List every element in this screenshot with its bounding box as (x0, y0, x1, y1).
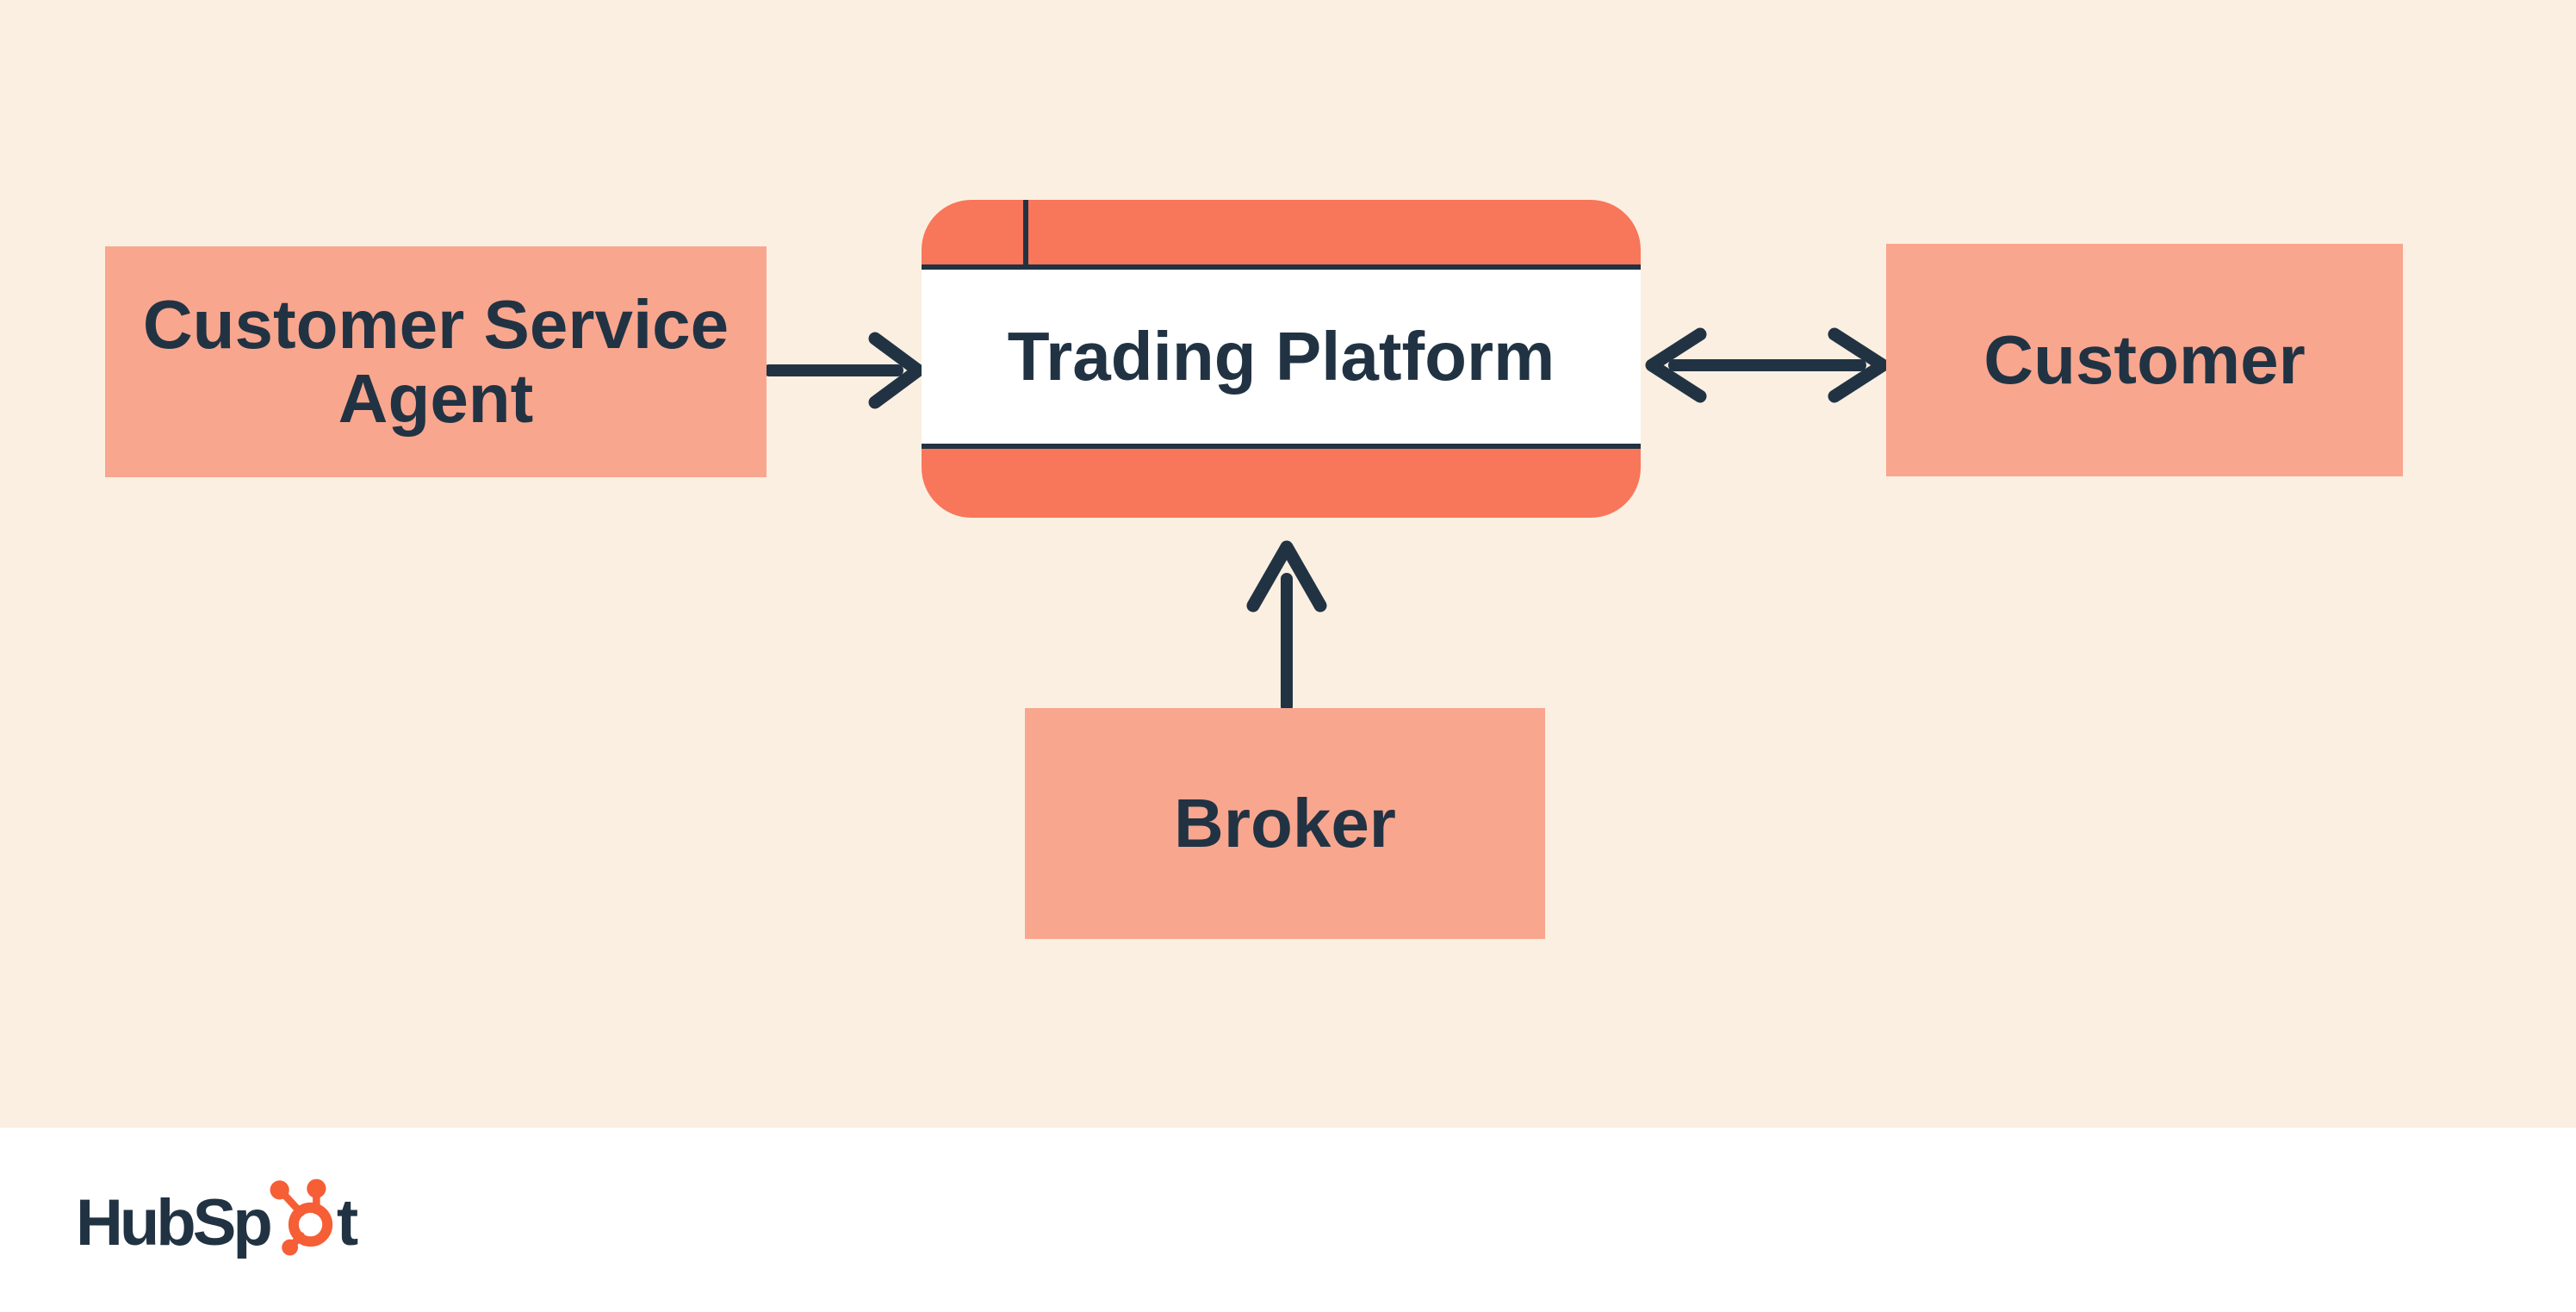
node-broker: Broker (1025, 708, 1545, 939)
node-label: Customer Service Agent (142, 285, 729, 437)
hubspot-wordmark-left: HubSp (76, 1185, 273, 1259)
arrow-broker-to-platform-icon (1246, 540, 1327, 712)
platform-header-band (922, 200, 1641, 270)
footer-bar (0, 1128, 2576, 1312)
platform-footer-band (922, 444, 1641, 518)
node-trading-platform: Trading Platform (922, 200, 1641, 518)
hubspot-logo: HubSp t (76, 1178, 358, 1260)
hubspot-wordmark-right: t (336, 1185, 358, 1259)
node-label: Broker (1174, 784, 1396, 861)
node-label: Trading Platform (1007, 317, 1555, 395)
header-tab-divider (1023, 200, 1028, 270)
arrow-platform-customer-bidirectional-icon (1645, 327, 1890, 403)
arrow-csa-to-platform-icon (763, 332, 925, 409)
node-customer-service-agent: Customer Service Agent (105, 246, 767, 477)
node-label: Customer (1983, 320, 2306, 398)
node-customer: Customer (1886, 244, 2403, 476)
platform-body: Trading Platform (922, 270, 1641, 444)
hubspot-sprocket-icon (270, 1178, 333, 1256)
